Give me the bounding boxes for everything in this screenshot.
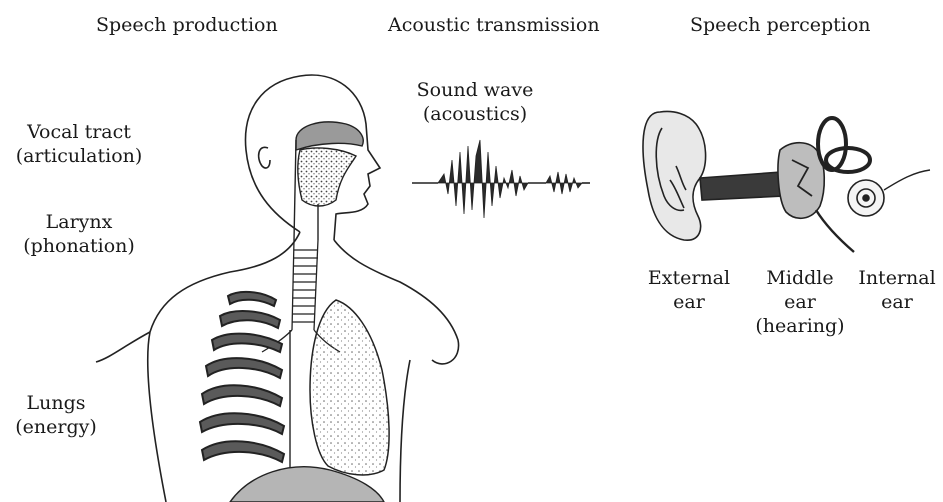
ribcage-illustration <box>200 292 284 462</box>
head-ear <box>259 147 270 168</box>
right-side <box>400 360 410 502</box>
sound-wave-illustration <box>412 140 590 218</box>
eustachian-tube <box>816 210 854 252</box>
auditory-nerve <box>884 170 930 190</box>
left-arm-line <box>96 332 150 362</box>
semicircular-canal-2 <box>826 148 870 172</box>
ear-illustration <box>643 112 930 253</box>
semicircular-canal-1 <box>818 118 846 170</box>
ear-canal <box>700 172 784 200</box>
vocal-tract-illustration <box>294 122 363 240</box>
lung-illustration <box>310 300 389 475</box>
human-torso-illustration <box>96 75 459 502</box>
pinna <box>643 112 706 241</box>
